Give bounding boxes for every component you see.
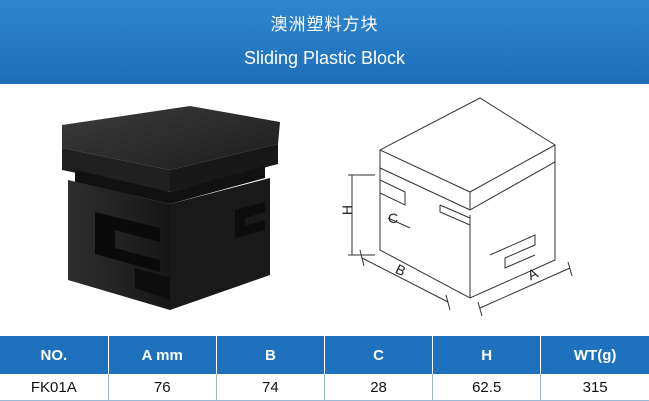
dimension-label-h: H [339, 204, 356, 216]
column-header-a: A mm [108, 336, 217, 374]
table-row: FK01A 76 74 28 62.5 315 [0, 374, 649, 401]
column-header-wt: WT(g) [540, 336, 649, 374]
cell-wt: 315 [540, 374, 649, 401]
title-chinese: 澳洲塑料方块 [270, 15, 379, 35]
cell-c: 28 [324, 374, 434, 401]
title-english: Sliding Plastic Block [243, 48, 406, 68]
cell-b: 74 [216, 374, 325, 401]
column-header-c: C [324, 336, 434, 374]
spec-table: NO. A mm B C H WT(g) FK01A 76 74 28 62.5… [0, 336, 649, 401]
dimension-label-c: C [388, 210, 399, 226]
column-header-h: H [432, 336, 542, 374]
product-photo [62, 106, 280, 310]
table-header-row: NO. A mm B C H WT(g) [0, 336, 649, 374]
column-header-no: NO. [0, 336, 109, 374]
technical-drawing [348, 97, 573, 317]
cell-h: 62.5 [432, 374, 542, 401]
title-banner: 澳洲塑料方块 Sliding Plastic Block [0, 0, 649, 84]
column-header-b: B [216, 336, 325, 374]
cell-a: 76 [108, 374, 217, 401]
cell-no: FK01A [0, 374, 109, 401]
